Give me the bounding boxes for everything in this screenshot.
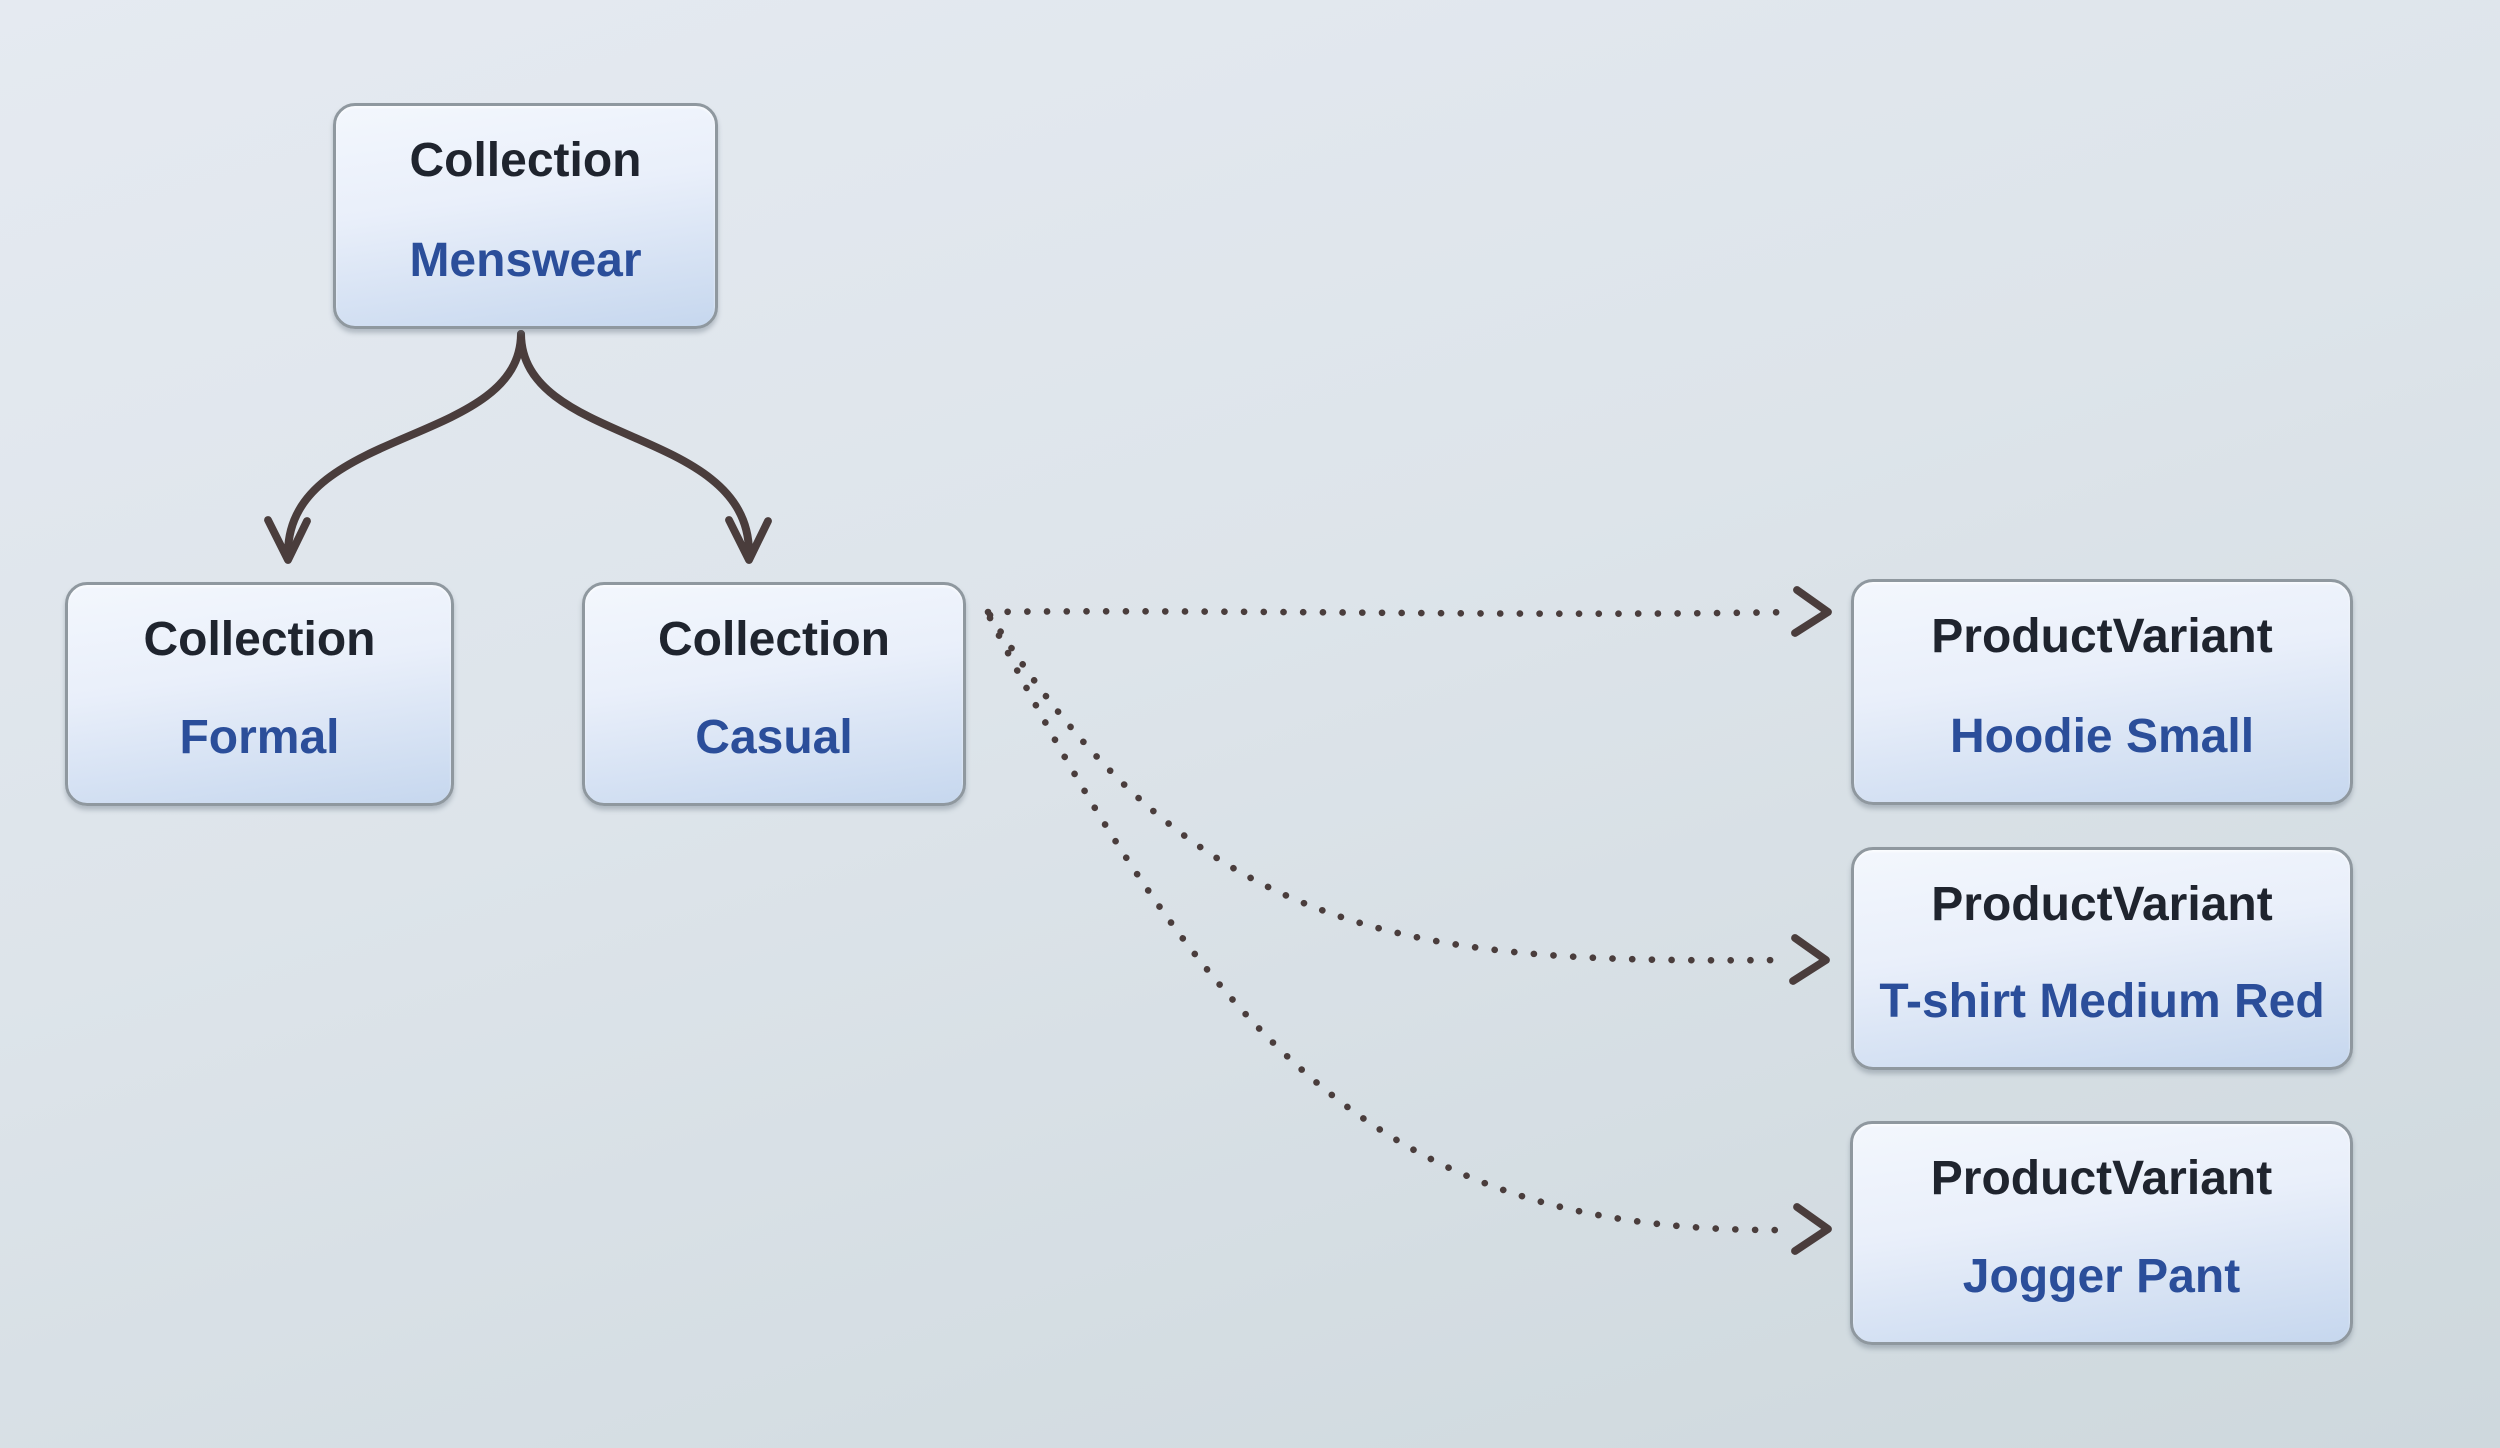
node-type-label: Collection (143, 613, 376, 666)
arrow-menswear-to-formal-arrowhead (264, 516, 311, 564)
arrow-casual-to-jogger-pant (986, 614, 1792, 1234)
node-instance-label: Hoodie Small (1949, 710, 2255, 763)
arrow-casual-to-hoodie-small (984, 608, 1796, 617)
arrow-casual-to-tshirt-medium-red (986, 611, 1790, 964)
node-type-label: Collection (409, 134, 642, 187)
node-collection-formal: Collection Formal (65, 582, 454, 806)
node-type-label: Collection (657, 613, 890, 666)
node-instance-label: Jogger Pant (1962, 1250, 2241, 1303)
arrow-casual-to-tshirt-medium-red-arrowhead (1789, 934, 1830, 985)
node-collection-casual: Collection Casual (582, 582, 966, 806)
node-productvariant-tshirt-medium-red: ProductVariant T-shirt Medium Red (1851, 847, 2353, 1070)
arrow-casual-to-jogger-pant-arrowhead (1791, 1203, 1832, 1255)
node-instance-label: Casual (695, 711, 853, 764)
node-collection-menswear: Collection Menswear (333, 103, 718, 329)
node-productvariant-hoodie-small: ProductVariant Hoodie Small (1851, 579, 2353, 805)
arrow-menswear-to-casual-arrowhead (725, 516, 772, 564)
node-type-label: ProductVariant (1931, 878, 2273, 931)
arrow-menswear-to-casual (517, 330, 753, 556)
arrow-menswear-to-formal (284, 330, 525, 556)
arrow-casual-to-hoodie-small-arrowhead (1791, 586, 1832, 637)
node-type-label: ProductVariant (1931, 610, 2273, 663)
node-type-label: ProductVariant (1930, 1152, 2273, 1205)
node-productvariant-jogger-pant: ProductVariant Jogger Pant (1850, 1121, 2353, 1345)
node-instance-label: T-shirt Medium Red (1879, 975, 2325, 1028)
node-instance-label: Menswear (409, 234, 642, 287)
node-instance-label: Formal (179, 711, 340, 764)
